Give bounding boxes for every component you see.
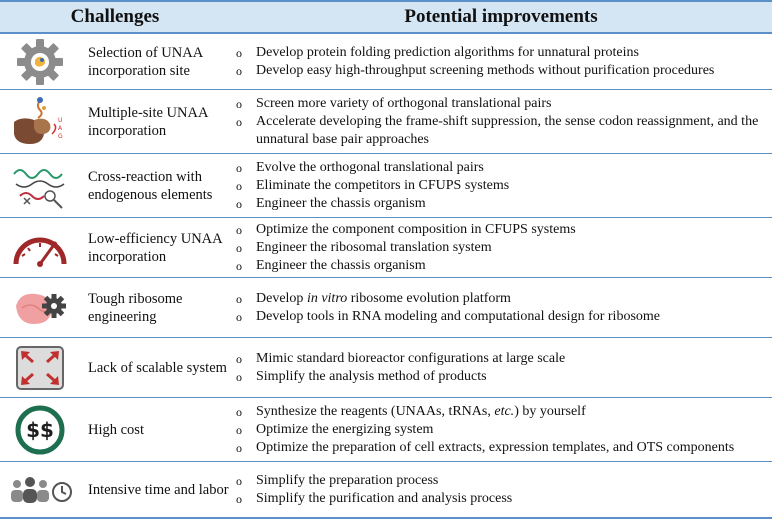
table-row: Lack of scalable system o Mimic standard …: [0, 338, 772, 398]
list-item: o Engineer the chassis organism: [236, 257, 766, 275]
improvements-list: o Develop protein folding prediction algo…: [236, 34, 766, 89]
people-clock-icon: [8, 462, 72, 517]
bullet: o: [236, 114, 242, 129]
improvements-list: o Develop in vitro ribosome evolution pla…: [236, 278, 766, 337]
improvement-text: Mimic standard bioreactor configurations…: [256, 350, 566, 366]
improvement-text: Optimize the preparation of cell extract…: [256, 439, 735, 455]
bullet: o: [236, 351, 242, 366]
improvements-list: o Evolve the orthogonal translational pai…: [236, 154, 766, 217]
challenge-label: Selection of UNAA incorporation site: [88, 44, 203, 79]
svg-text:A: A: [58, 125, 63, 132]
bullet: o: [236, 369, 242, 384]
improvement-text: Synthesize the reagents (UNAAs, tRNAs, e…: [256, 403, 586, 419]
list-item: o Develop protein folding prediction algo…: [236, 44, 766, 62]
list-item: o Develop tools in RNA modeling and compu…: [236, 308, 766, 326]
improvements-list: o Optimize the component composition in C…: [236, 218, 766, 277]
improvement-text: Develop easy high-throughput screening m…: [256, 62, 715, 78]
list-item: o Accelerate developing the frame-shift s…: [236, 113, 766, 149]
improvement-text: Develop tools in RNA modeling and comput…: [256, 308, 660, 324]
svg-text:G: G: [58, 133, 63, 140]
list-item: o Develop in vitro ribosome evolution pla…: [236, 290, 766, 308]
list-item: o Develop easy high-throughput screening …: [236, 62, 766, 80]
improvement-text: Engineer the chassis organism: [256, 257, 426, 273]
speedometer-icon: [8, 218, 72, 277]
list-item: o Optimize the preparation of cell extrac…: [236, 439, 766, 457]
list-item: o Synthesize the reagents (UNAAs, tRNAs, …: [236, 403, 766, 421]
list-item: o Screen more variety of orthogonal trans…: [236, 95, 766, 113]
improvement-text: Accelerate developing the frame-shift su…: [256, 113, 759, 147]
bullet: o: [236, 404, 242, 419]
ribosome-gear-icon: [8, 278, 72, 337]
list-item: o Simplify the preparation process: [236, 472, 766, 490]
bullet: o: [236, 309, 242, 324]
bullet: o: [236, 240, 242, 255]
expand-arrows-icon: [8, 338, 72, 397]
bullet: o: [236, 473, 242, 488]
svg-text:$$: $$: [26, 418, 54, 442]
list-item: o Optimize the component composition in C…: [236, 221, 766, 239]
bullet: o: [236, 178, 242, 193]
bullet: o: [236, 258, 242, 273]
table-row: Low-efficiency UNAA incorporation o Optim…: [0, 218, 772, 278]
table-row: Tough ribosome engineering o Develop in v…: [0, 278, 772, 338]
improvements-list: o Screen more variety of orthogonal trans…: [236, 90, 766, 153]
bullet: o: [236, 422, 242, 437]
improvement-text: Develop protein folding prediction algor…: [256, 44, 639, 60]
improvements-list: o Synthesize the reagents (UNAAs, tRNAs, …: [236, 398, 766, 461]
improvement-text: Simplify the analysis method of products: [256, 368, 487, 384]
list-item: o Simplify the analysis method of product…: [236, 368, 766, 386]
challenge-label: High cost: [88, 421, 144, 438]
improvement-text: Eliminate the competitors in CFUPS syste…: [256, 177, 510, 193]
cross-reaction-icon: [8, 154, 72, 217]
ribosome-mrna-icon: U A G: [8, 90, 72, 153]
improvement-text: Screen more variety of orthogonal transl…: [256, 95, 552, 111]
challenge-label: Low-efficiency UNAA incorporation: [88, 230, 222, 265]
bullet: o: [236, 96, 242, 111]
table-row: $$ High cost o Synthesize the reagents (U…: [0, 398, 772, 462]
list-item: o Mimic standard bioreactor configuration…: [236, 350, 766, 368]
header-potential-improvements: Potential improvements: [404, 6, 598, 27]
improvement-text: Evolve the orthogonal translational pair…: [256, 159, 484, 175]
improvements-list: o Mimic standard bioreactor configuration…: [236, 338, 766, 397]
bullet: o: [236, 440, 242, 455]
list-item: o Engineer the chassis organism: [236, 195, 766, 213]
bullet: o: [236, 196, 242, 211]
bullet: o: [236, 63, 242, 78]
table-row: U A G Multiple-site UNAA incorporation o…: [0, 90, 772, 154]
svg-text:U: U: [58, 117, 62, 124]
bullet: o: [236, 45, 242, 60]
list-item: o Optimize the energizing system: [236, 421, 766, 439]
improvement-text: Engineer the ribosomal translation syste…: [256, 239, 492, 255]
improvement-text: Simplify the purification and analysis p…: [256, 490, 513, 506]
list-item: o Eliminate the competitors in CFUPS syst…: [236, 177, 766, 195]
list-item: o Engineer the ribosomal translation syst…: [236, 239, 766, 257]
challenge-label: Multiple-site UNAA incorporation: [88, 104, 208, 139]
gear-icon: [8, 34, 72, 89]
improvement-text: Optimize the energizing system: [256, 421, 434, 437]
list-item: o Simplify the purification and analysis …: [236, 490, 766, 508]
challenge-label: Tough ribosome engineering: [88, 290, 183, 325]
list-item: o Evolve the orthogonal translational pai…: [236, 159, 766, 177]
improvement-text: Develop in vitro ribosome evolution plat…: [256, 290, 511, 306]
bullet: o: [236, 491, 242, 506]
header-challenges: Challenges: [70, 6, 160, 27]
challenge-label: Cross-reaction with endogenous elements: [88, 168, 213, 203]
bullet: o: [236, 222, 242, 237]
improvement-text: Optimize the component composition in CF…: [256, 221, 576, 237]
dollar-icon: $$: [8, 398, 72, 461]
challenge-label: Intensive time and labor: [88, 481, 229, 498]
improvement-text: Engineer the chassis organism: [256, 195, 426, 211]
table-header: Challenges Potential improvements: [0, 0, 772, 34]
improvement-text: Simplify the preparation process: [256, 472, 439, 488]
bullet: o: [236, 160, 242, 175]
table-row: Cross-reaction with endogenous elements …: [0, 154, 772, 218]
bullet: o: [236, 291, 242, 306]
challenge-label: Lack of scalable system: [88, 359, 227, 376]
